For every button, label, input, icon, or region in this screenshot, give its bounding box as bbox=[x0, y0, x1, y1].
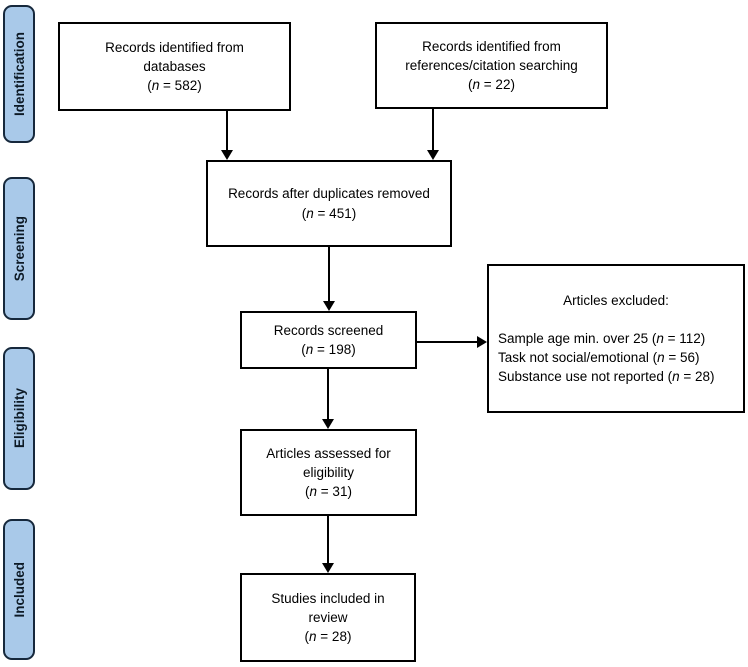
box-records-screened: Records screened (n = 198) bbox=[240, 311, 417, 369]
box-line: Records after duplicates removed bbox=[228, 186, 430, 202]
arrow-shaft bbox=[328, 247, 330, 302]
box-records-references: Records identified from references/citat… bbox=[375, 22, 608, 109]
arrowhead-down-icon bbox=[322, 419, 334, 429]
stage-tab-identification: Identification bbox=[3, 5, 35, 143]
box-line: Records identified from bbox=[422, 38, 561, 54]
stage-label-eligibility: Eligibility bbox=[11, 388, 27, 449]
arrowhead-down-icon bbox=[322, 563, 334, 573]
n-count-line: (n = 198) bbox=[301, 340, 355, 359]
box-articles-excluded: Articles excluded: Sample age min. over … bbox=[487, 264, 745, 413]
n-symbol: n bbox=[656, 330, 664, 346]
box-line: review bbox=[308, 609, 348, 625]
n-post: = 22) bbox=[480, 77, 515, 93]
stage-tab-included: Included bbox=[3, 519, 35, 660]
n-post: = 28) bbox=[679, 369, 715, 385]
box-line: eligibility bbox=[302, 464, 355, 480]
n-pre: ( bbox=[147, 78, 152, 94]
n-post: = 31) bbox=[317, 484, 352, 500]
arrowhead-down-icon bbox=[221, 150, 233, 160]
n-symbol: n bbox=[309, 484, 318, 500]
box-line: databases bbox=[143, 58, 206, 74]
box-assessed-eligibility: Articles assessed for eligibility (n = 3… bbox=[240, 429, 417, 516]
arrow-duplicates-to-screened bbox=[323, 247, 335, 311]
box-line: Records identified from bbox=[105, 39, 244, 55]
n-post: = 451) bbox=[313, 205, 357, 221]
arrow-databases-to-duplicates bbox=[221, 111, 233, 160]
n-pre: ( bbox=[305, 484, 310, 500]
excluded-heading: Articles excluded: bbox=[563, 292, 669, 308]
n-symbol: n bbox=[657, 350, 665, 365]
arrow-screened-to-eligibility bbox=[322, 369, 334, 429]
box-line: Studies included in bbox=[271, 590, 385, 606]
n-post: = 112) bbox=[663, 330, 706, 346]
box-line: references/citation searching bbox=[405, 57, 578, 73]
n-pre: ( bbox=[301, 342, 306, 357]
arrow-shaft bbox=[327, 369, 329, 420]
reason-text: Sample age min. over 25 ( bbox=[498, 330, 657, 346]
excluded-reason: Sample age min. over 25 (n = 112) bbox=[498, 329, 734, 348]
n-count-line: (n = 451) bbox=[302, 204, 356, 223]
stage-label-identification: Identification bbox=[11, 32, 27, 116]
n-pre: ( bbox=[468, 77, 473, 93]
n-post: = 198) bbox=[313, 342, 356, 357]
n-pre: ( bbox=[304, 629, 310, 645]
n-pre: ( bbox=[301, 205, 307, 221]
arrow-shaft bbox=[417, 341, 478, 343]
arrowhead-down-icon bbox=[427, 150, 439, 160]
n-symbol: n bbox=[306, 205, 314, 221]
arrowhead-right-icon bbox=[477, 336, 487, 348]
box-line: Articles assessed for bbox=[266, 445, 391, 461]
excluded-reason: Substance use not reported (n = 28) bbox=[498, 367, 734, 386]
box-line: Records screened bbox=[273, 322, 384, 338]
n-symbol: n bbox=[472, 77, 481, 93]
n-post: = 56) bbox=[664, 350, 700, 365]
arrow-shaft bbox=[432, 108, 434, 151]
n-symbol: n bbox=[309, 629, 317, 645]
arrow-references-to-duplicates bbox=[427, 108, 439, 160]
arrow-eligibility-to-included bbox=[322, 515, 334, 573]
box-records-databases: Records identified from databases (n = 5… bbox=[58, 22, 291, 111]
n-post: = 28) bbox=[316, 629, 352, 645]
n-count-line: (n = 28) bbox=[305, 627, 352, 646]
stage-label-screening: Screening bbox=[11, 215, 27, 282]
n-count-line: (n = 31) bbox=[305, 482, 352, 501]
arrow-shaft bbox=[327, 515, 329, 564]
n-count-line: (n = 22) bbox=[468, 75, 515, 94]
n-count-line: (n = 582) bbox=[147, 76, 201, 95]
arrowhead-down-icon bbox=[323, 301, 335, 311]
n-symbol: n bbox=[672, 369, 680, 385]
stage-label-included: Included bbox=[11, 561, 27, 618]
n-symbol: n bbox=[305, 342, 314, 357]
n-post: = 582) bbox=[159, 78, 202, 94]
excluded-reason: Task not social/emotional (n = 56) bbox=[498, 348, 734, 367]
arrow-shaft bbox=[226, 111, 228, 151]
n-symbol: n bbox=[151, 78, 160, 94]
stage-tab-screening: Screening bbox=[3, 177, 35, 320]
box-duplicates-removed: Records after duplicates removed (n = 45… bbox=[206, 160, 452, 247]
arrow-screened-to-excluded bbox=[417, 336, 487, 348]
box-studies-included: Studies included in review (n = 28) bbox=[240, 573, 416, 662]
stage-tab-eligibility: Eligibility bbox=[3, 347, 35, 490]
reason-text: Substance use not reported ( bbox=[498, 369, 673, 385]
reason-text: Task not social/emotional ( bbox=[498, 350, 658, 365]
